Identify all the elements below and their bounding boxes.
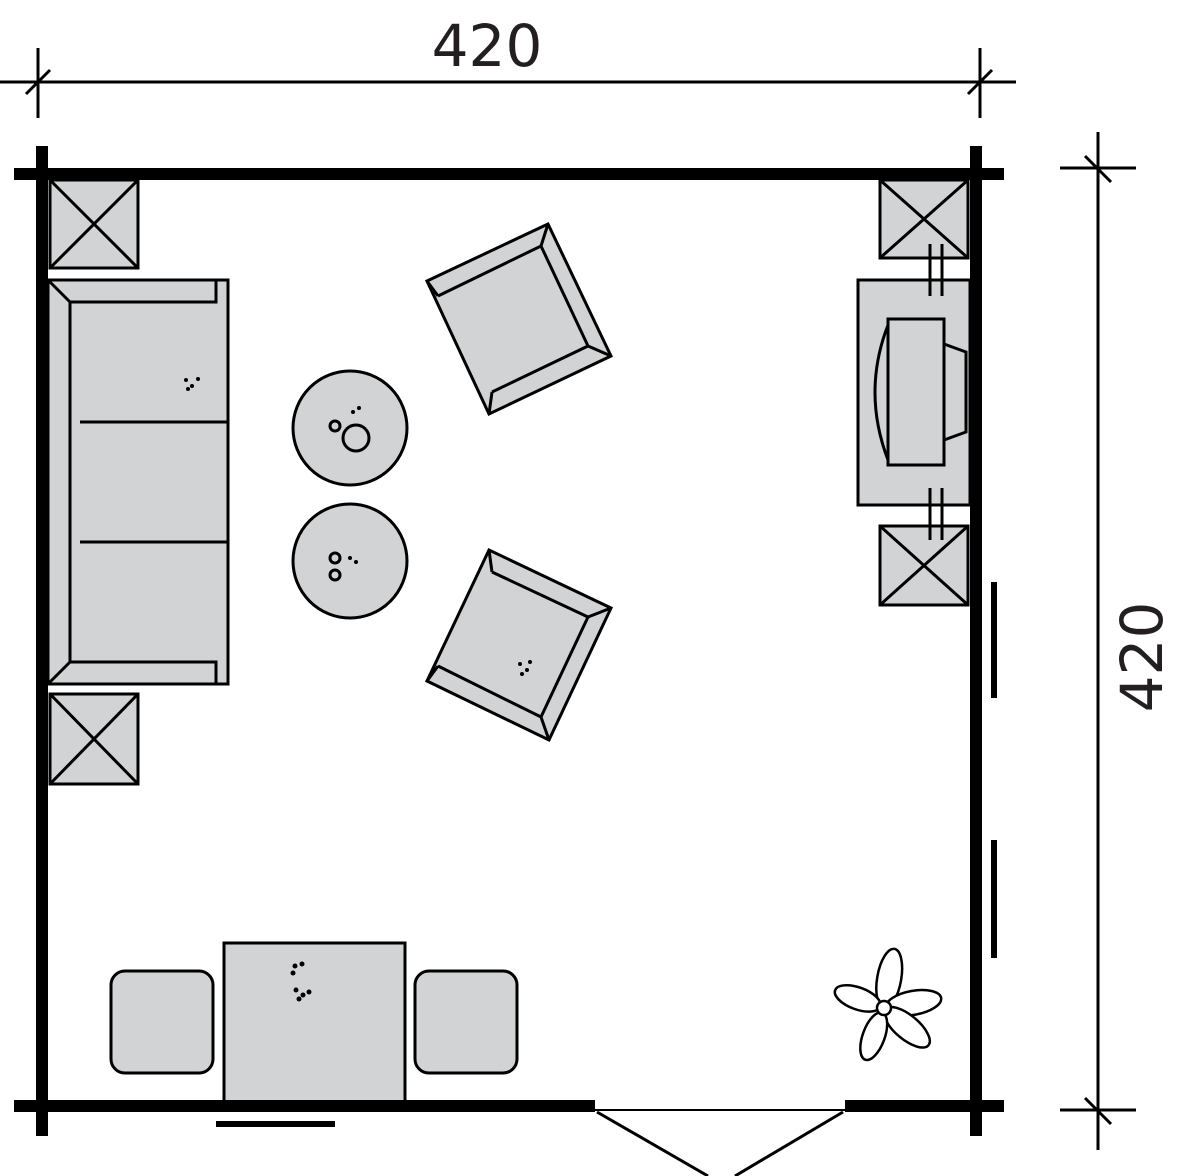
sofa bbox=[46, 278, 230, 686]
depth-dimension: 420 bbox=[1060, 132, 1176, 1150]
depth-label: 420 bbox=[1108, 602, 1176, 713]
windows bbox=[216, 582, 997, 1127]
width-label: 420 bbox=[432, 12, 543, 80]
walls bbox=[14, 146, 1004, 1136]
tv-unit bbox=[856, 244, 972, 540]
entrance-door bbox=[595, 1109, 845, 1176]
armchair-top bbox=[425, 222, 614, 417]
armchair-bottom bbox=[425, 548, 613, 743]
dining-set bbox=[109, 941, 519, 1105]
corner-posts bbox=[48, 178, 970, 786]
width-dimension: 420 bbox=[0, 12, 1016, 118]
side-tables bbox=[291, 369, 409, 620]
plant-icon bbox=[833, 947, 943, 1062]
